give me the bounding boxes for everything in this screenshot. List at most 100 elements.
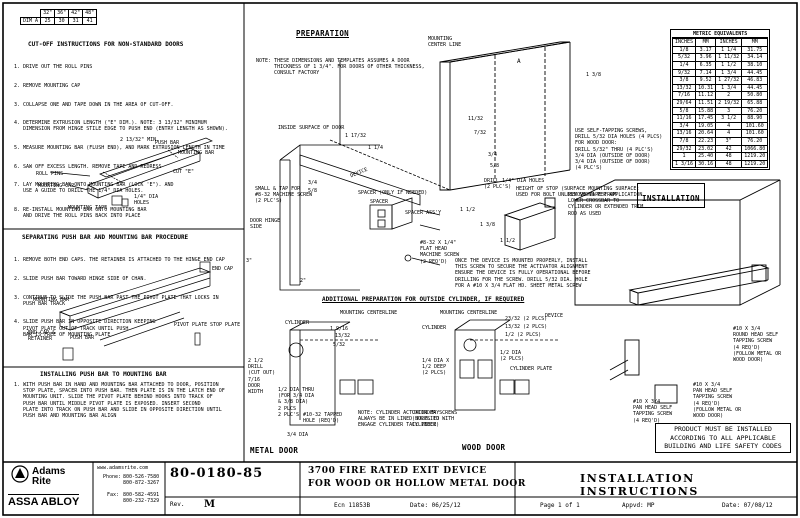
wood-label: DEVICE bbox=[545, 313, 564, 319]
size-header: 32" bbox=[40, 9, 56, 18]
wood-label: 1/2 DIA (2 PLCS) bbox=[500, 350, 525, 363]
prep-label: SMALL & TAP FOR #8-32 MACHINE SCREW (2 P… bbox=[255, 186, 313, 205]
separating-label: END CAP & RETAINER bbox=[28, 330, 56, 343]
metric-cell: 76.20 bbox=[741, 136, 769, 146]
door-label: 11/32 bbox=[468, 116, 484, 122]
prep-label: 5/8 bbox=[308, 188, 318, 194]
prep-label: 1 17/32 bbox=[345, 133, 367, 139]
metric-header: MM bbox=[741, 38, 769, 47]
size-value: 31 bbox=[68, 16, 84, 26]
cutoff-label: MOUNTING TAPE bbox=[68, 205, 108, 211]
metric-cell: 44.45 bbox=[741, 83, 769, 93]
wood-label: 13/32 (2 PLCS) bbox=[505, 324, 548, 330]
cutoff-step: 5. MEASURE MOUNTING BAR (FLUSH END), AND… bbox=[14, 145, 225, 152]
cutoff-step: 2. REMOVE MOUNTING CAP bbox=[14, 83, 81, 90]
metric-cell: 4 bbox=[715, 121, 743, 131]
size-header: 36" bbox=[54, 9, 70, 18]
cutoff-label: 1/4" DIA HOLES bbox=[134, 194, 159, 207]
date-2: Date: 07/08/12 bbox=[722, 502, 773, 509]
install-label: #10 X 3/4 ROUND HEAD SELF TAPPING SCREW … bbox=[733, 326, 782, 364]
metric-cell: 29/64 bbox=[671, 98, 697, 108]
cutoff-steps: 1. DRIVE OUT THE ROLL PINS 2. REMOVE MOU… bbox=[14, 52, 242, 226]
description-line1: 3700 FIRE RATED EXIT DEVICE bbox=[308, 466, 487, 476]
metric-cell: 1 1/4 bbox=[715, 45, 743, 55]
metal-label: NOTE: CYLINDER ACTUATOR MAY ALWAYS BE IN… bbox=[358, 410, 440, 429]
fax-1: 800-582-4591 bbox=[123, 492, 160, 498]
size-row-label: DIM A bbox=[19, 16, 42, 26]
metric-cell: 1 3/4 bbox=[715, 83, 743, 93]
metric-header: INCHES bbox=[671, 38, 697, 47]
metric-cell: 13/32 bbox=[671, 83, 697, 93]
size-value: 41 bbox=[82, 16, 98, 26]
wood-label: 1/4 DIA X 1/2 DEEP (2 PLCS) bbox=[422, 358, 450, 377]
preparation-note: NOTE: THESE DIMENSIONS AND TEMPLATES ASS… bbox=[256, 58, 425, 77]
metric-cell: 44.45 bbox=[741, 68, 769, 78]
metric-cell: 1 11/32 bbox=[715, 53, 743, 62]
metric-header: INCHES bbox=[715, 38, 743, 47]
metric-cell: 7/16 bbox=[671, 91, 697, 100]
size-value: 30 bbox=[54, 16, 70, 26]
metric-table-wrap: METRIC EQUIVALENTS INCHES MM INCHES MM 1… bbox=[670, 29, 771, 171]
prep-label: SPACER bbox=[370, 199, 389, 205]
prep-label: DOOR HINGE SIDE bbox=[250, 218, 281, 231]
wood-label: CYLINDER PLATE bbox=[510, 366, 553, 372]
metric-title: METRIC EQUIVALENTS bbox=[672, 31, 769, 39]
phone-2: 800-872-3267 bbox=[123, 480, 160, 486]
metric-cell: 2 bbox=[715, 91, 743, 100]
door-label: REMOVE TAPE FROM LOWER CROSSBAR TO CYLIN… bbox=[568, 192, 644, 217]
page-number: Page 1 of 1 bbox=[540, 502, 580, 509]
size-value: 25 bbox=[40, 16, 56, 26]
separating-label: END CAP bbox=[212, 266, 234, 272]
door-label: USE SELF-TAPPING SCREWS, DRILL 5/32 DIA … bbox=[575, 128, 663, 172]
separating-label: STOP PLATE bbox=[210, 322, 241, 328]
metric-cell: 30.16 bbox=[695, 159, 717, 169]
separating-step: 1. REMOVE BOTH END CAPS. THE RETAINER IS… bbox=[14, 257, 225, 264]
separating-step: 3. CONTINUE TO SLIDE THE PUSH BAR PAST T… bbox=[14, 294, 219, 307]
door-frame-drawing bbox=[439, 41, 571, 251]
metric-cell: 3 bbox=[715, 106, 743, 116]
cutoff-step: 1. DRIVE OUT THE ROLL PINS bbox=[14, 64, 93, 71]
installing-title: INSTALLING PUSH BAR TO MOUNTING BAR bbox=[40, 371, 167, 378]
document-title: INSTALLATION INSTRUCTIONS bbox=[580, 472, 699, 498]
metric-cell: 3/8 bbox=[671, 76, 697, 85]
date-1: Date: 06/25/12 bbox=[410, 502, 461, 509]
separating-step: 4. SLIDE PUSH BAR IN OPPOSITE DIRECTION … bbox=[14, 319, 156, 338]
wood-label: 1/2 (2 PLCS) bbox=[505, 332, 542, 338]
door-label: DRILL 1/4" DIA HOLES (2 PLC'S) bbox=[484, 178, 545, 191]
rev-value: M bbox=[204, 499, 216, 510]
cutoff-label: PUSH BAR bbox=[155, 140, 180, 146]
ecn: Ecn 11853B bbox=[334, 502, 371, 509]
metric-cell: 31.75 bbox=[741, 45, 769, 55]
prep-label: INSIDE SURFACE OF DOOR bbox=[278, 125, 345, 131]
metric-cell: 1219.20 bbox=[741, 159, 769, 169]
metric-cell: 101.60 bbox=[741, 129, 769, 138]
metric-cell: 22.23 bbox=[695, 136, 717, 146]
separating-label: MOUNTING BAR bbox=[33, 297, 70, 303]
metric-cell: 1 3/4 bbox=[715, 68, 743, 78]
approved-by: Appvd: MP bbox=[622, 502, 655, 509]
installation-drawing bbox=[574, 179, 781, 404]
door-label: ONCE THE DEVICE IS MOUNTED PROPERLY, INS… bbox=[455, 258, 591, 289]
metric-cell: 3 1/2 bbox=[715, 114, 743, 123]
cutoff-step: 4. DETERMINE EXTRUSION LENGTH ("E" DIM.)… bbox=[14, 120, 228, 133]
metal-door-drawing bbox=[288, 321, 380, 426]
cutoff-drawing bbox=[49, 137, 213, 207]
prep-label: 3/4 bbox=[308, 180, 318, 186]
wood-label: CYLINDER SCREWS (SUPPLIED WITH CYLINDER) bbox=[412, 410, 458, 429]
installation-title-box: INSTALLATION bbox=[637, 183, 705, 208]
metric-cell: 1/8 bbox=[671, 45, 697, 55]
metric-cell: 1 bbox=[671, 152, 697, 161]
metric-cell: 25.40 bbox=[695, 152, 717, 161]
